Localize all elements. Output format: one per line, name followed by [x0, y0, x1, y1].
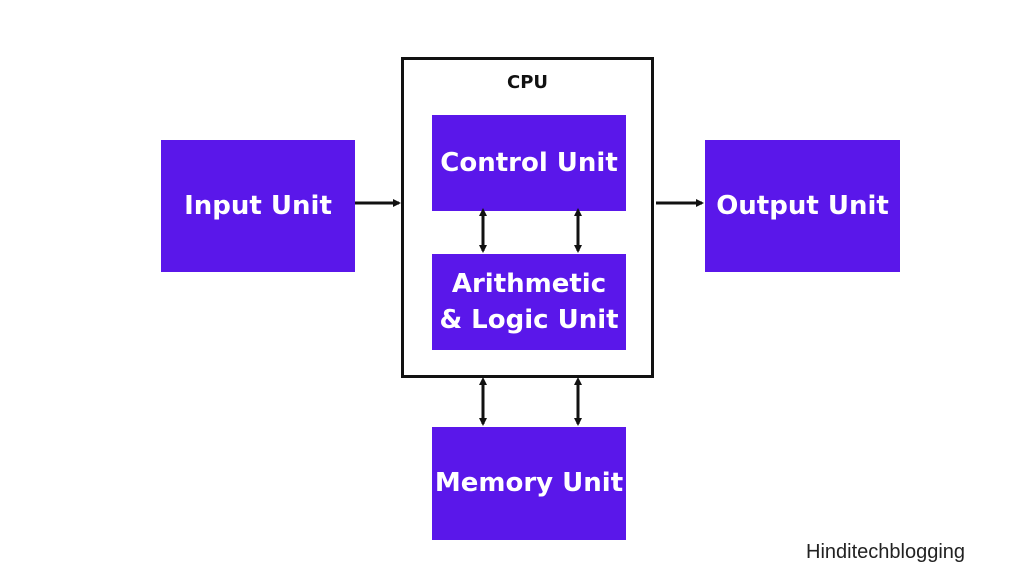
cpu-container: CPU: [401, 57, 654, 378]
control-unit-label: Control Unit: [440, 147, 618, 178]
control-unit-box: Control Unit: [432, 115, 626, 211]
input-unit-box: Input Unit: [161, 140, 355, 272]
output-unit-box: Output Unit: [705, 140, 900, 272]
alu-label-line2: & Logic Unit: [439, 305, 619, 335]
memory-unit-box: Memory Unit: [432, 427, 626, 540]
input-unit-label: Input Unit: [184, 190, 332, 221]
cpu-label: CPU: [506, 72, 549, 93]
output-unit-label: Output Unit: [716, 190, 889, 221]
memory-unit-label: Memory Unit: [434, 468, 624, 499]
watermark-text: Hinditechblogging: [806, 541, 966, 563]
alu-box: Arithmetic & Logic Unit: [432, 254, 626, 350]
alu-label-line1: Arithmetic: [451, 268, 607, 299]
